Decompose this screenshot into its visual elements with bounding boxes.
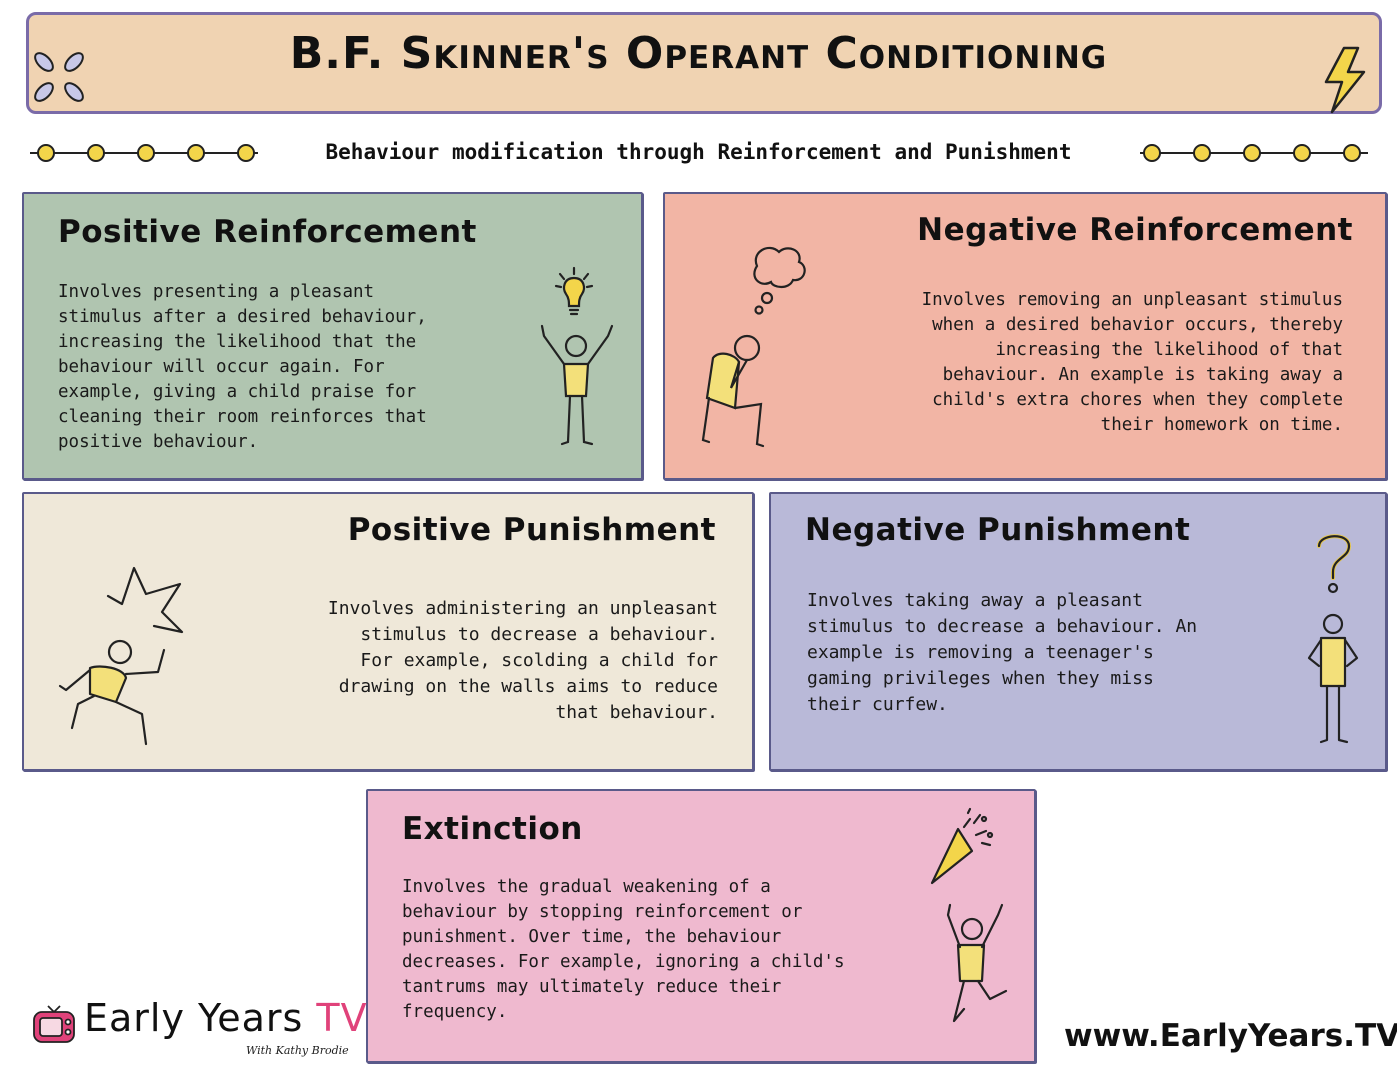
logo-tagline: With Kathy Brodie [246,1044,349,1057]
thinking-figure-icon [701,246,806,448]
negative-reinforcement-card: Negative Reinforcement Involves removing… [663,192,1387,480]
card-body: Involves taking away a pleasant stimulus… [807,590,1198,715]
lightbulb-figure-icon [540,266,614,446]
page-subtitle: Behaviour modification through Reinforce… [325,140,1072,164]
card-body: Involves presenting a pleasant stimulus … [58,282,427,452]
card-title: Negative Reinforcement [917,212,1353,248]
startled-figure-icon [58,566,184,746]
logo-name: Early Years TV [84,996,368,1040]
question-figure-icon [1307,534,1359,744]
card-title: Positive Reinforcement [58,214,477,250]
card-title: Positive Punishment [347,512,716,548]
title-banner [26,12,1382,114]
card-body: Involves administering an unpleasant sti… [327,598,718,723]
party-popper-figure-icon [930,807,1008,1023]
card-body: Involves removing an unpleasant stimulus… [921,290,1343,435]
website-link[interactable]: www.EarlyYears.TV [1064,1018,1397,1054]
petals-icon [34,52,84,102]
tv-icon [33,1005,75,1043]
positive-reinforcement-card: Positive Reinforcement Involves presenti… [22,192,643,480]
logo-name-tv: TV [316,996,368,1040]
extinction-card: Extinction Involves the gradual weakenin… [366,789,1036,1063]
dotted-line-left-decoration [30,144,258,162]
card-title: Extinction [402,811,583,847]
card-body: Involves the gradual weakening of a beha… [402,877,845,1022]
logo-name-main: Early Years [84,996,304,1040]
negative-punishment-card: Negative Punishment Involves taking away… [769,492,1387,771]
dotted-line-right-decoration [1140,144,1368,162]
positive-punishment-card: Positive Punishment Involves administeri… [22,492,754,771]
page-title: B.F. Skinner's Operant Conditioning [289,28,1108,79]
card-title: Negative Punishment [805,512,1191,548]
lightning-icon [1324,46,1366,114]
